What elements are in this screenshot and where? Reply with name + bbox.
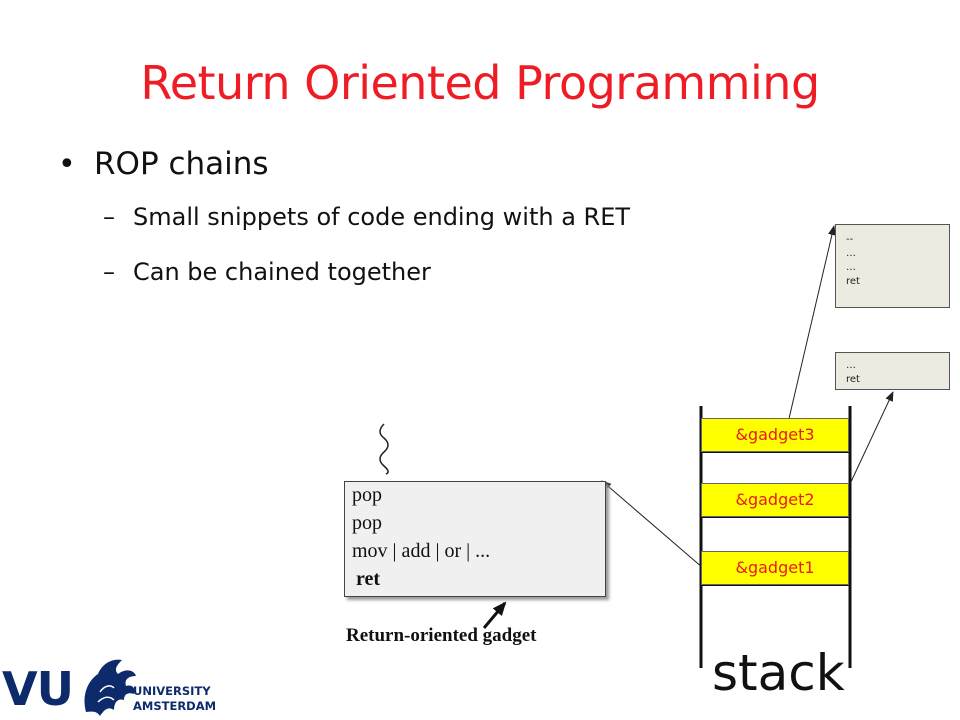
- sub-bullet-text: Can be chained together: [133, 258, 431, 286]
- code-line-ret: ret: [356, 568, 381, 590]
- sub-bullet-text: Small snippets of code ending with a RET: [133, 203, 631, 231]
- snippet-line: ret: [846, 374, 860, 385]
- vu-logo: VU UNIVERSITY AMSTERDAM: [0, 650, 230, 720]
- griffin-icon: [84, 659, 136, 716]
- sub-bullet-marker: –: [103, 258, 115, 286]
- slide-title: Return Oriented Programming: [140, 56, 820, 110]
- bullet-marker: •: [58, 147, 76, 182]
- code-line: pop: [352, 512, 382, 534]
- code-line: mov | add | or | ...: [352, 540, 491, 562]
- snippet-line: …: [846, 248, 856, 259]
- snippet-line: …: [846, 262, 856, 273]
- gadget-code-box: pop pop mov | add | or | ... ret: [344, 481, 606, 597]
- sub-bullet-chained: –Can be chained together: [103, 258, 431, 286]
- logo-university: UNIVERSITY: [133, 684, 211, 698]
- gadget-caption: Return-oriented gadget: [346, 625, 537, 646]
- bullet-rop-chains: • ROP chains: [58, 146, 269, 182]
- arrow-gadget3-to-snippet1: [783, 225, 836, 441]
- stack-entry-gadget1: &gadget1: [701, 551, 849, 585]
- snippet-line: --: [846, 234, 854, 245]
- bullet-text: ROP chains: [94, 146, 269, 182]
- caption-arrow-icon: [482, 601, 507, 629]
- code-snippet-2: … ret: [835, 352, 950, 390]
- logo-mark: VU: [2, 662, 74, 716]
- code-line: pop: [352, 484, 382, 506]
- squiggle-icon: [379, 423, 389, 475]
- stack-entry-gadget3: &gadget3: [701, 418, 849, 452]
- logo-amsterdam: AMSTERDAM: [133, 699, 217, 713]
- snippet-line: …: [846, 360, 856, 371]
- stack-entry-gadget2: &gadget2: [701, 483, 849, 517]
- stack-label: stack: [712, 644, 845, 702]
- sub-bullet-marker: –: [103, 203, 115, 231]
- code-snippet-1: -- … … ret: [835, 224, 950, 308]
- snippet-line: ret: [846, 276, 860, 287]
- arrow-gadget2-to-snippet2: [849, 391, 894, 485]
- arrow-gadget1-to-code: [601, 480, 704, 569]
- sub-bullet-snippets: –Small snippets of code ending with a RE…: [103, 203, 630, 231]
